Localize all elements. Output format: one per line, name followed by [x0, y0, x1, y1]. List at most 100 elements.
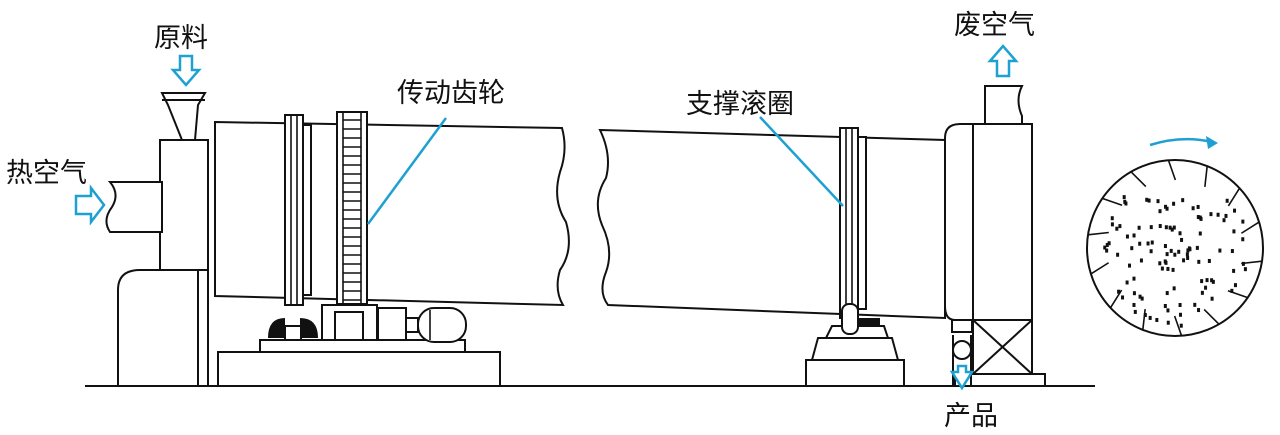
lifter-flight	[1204, 166, 1208, 187]
material-particle	[1193, 302, 1197, 307]
material-particle	[1132, 233, 1136, 238]
material-particle	[1172, 225, 1176, 230]
material-particle	[1164, 204, 1168, 209]
material-particle	[1218, 248, 1222, 253]
material-particle	[1243, 267, 1247, 272]
material-particle	[1178, 231, 1182, 236]
material-particle	[1132, 302, 1136, 307]
material-particle	[1224, 213, 1228, 218]
material-particle	[1115, 226, 1119, 231]
material-particle	[1216, 212, 1220, 217]
material-particle	[1125, 234, 1129, 239]
material-particle	[1116, 252, 1120, 257]
material-particle	[1166, 320, 1170, 325]
lifter-flight	[1167, 159, 1177, 181]
material-particle	[1170, 227, 1174, 232]
hot-air-label: 热空气	[6, 158, 87, 189]
support-riding-ring	[839, 127, 867, 319]
drive-gear	[336, 111, 368, 305]
support-roller-stand	[805, 303, 905, 387]
material-particle	[1158, 261, 1162, 266]
material-particle	[1172, 201, 1176, 206]
material-particle	[1165, 252, 1169, 257]
lifter-flight	[1090, 262, 1110, 275]
material-particle	[1186, 255, 1190, 260]
material-particle	[1171, 267, 1175, 272]
lifter-flight	[1130, 171, 1147, 188]
material-particle	[1200, 290, 1204, 295]
material-particle	[1156, 199, 1160, 204]
material-particle	[1199, 216, 1203, 221]
material-particle	[1225, 198, 1229, 203]
drive-mechanism	[217, 304, 501, 387]
material-particle	[1160, 266, 1164, 271]
material-particle	[1137, 225, 1141, 230]
material-particle	[1110, 222, 1114, 227]
discharge-hood	[944, 85, 1046, 387]
riding-ring-left	[284, 114, 312, 306]
material-particle	[1232, 268, 1236, 273]
drive-gear-label: 传动齿轮	[397, 78, 505, 109]
lifter-flight	[1142, 309, 1146, 330]
material-particle	[1139, 258, 1143, 263]
lifter-flight	[1173, 315, 1183, 337]
material-particle	[1177, 249, 1181, 254]
material-particle	[1198, 231, 1202, 236]
material-particle	[1150, 240, 1154, 245]
material-particle	[1149, 249, 1153, 254]
lifter-flight	[1102, 197, 1123, 207]
material-particle	[1148, 315, 1152, 320]
material-particle	[1187, 246, 1191, 251]
lifter-flight	[1227, 187, 1241, 207]
material-particle	[1172, 286, 1176, 291]
material-particle	[1138, 294, 1142, 299]
material-particle	[1196, 215, 1200, 220]
material-particle	[1205, 278, 1209, 283]
material-particle	[1121, 295, 1125, 300]
material-particle	[1195, 245, 1199, 250]
exhaust-arrow-icon	[987, 44, 1019, 78]
material-particle	[1173, 252, 1177, 257]
raw-material-label: 原料	[154, 23, 208, 54]
material-particle	[1207, 258, 1211, 263]
material-particle	[1103, 245, 1107, 250]
drum-left-section	[214, 120, 570, 307]
product-label: 产品	[944, 401, 998, 432]
material-particle	[1233, 283, 1237, 288]
material-particle	[1204, 285, 1208, 290]
material-particle	[1107, 241, 1111, 246]
material-particle	[1165, 291, 1169, 296]
material-particle	[1166, 266, 1170, 271]
material-particle	[1146, 241, 1150, 246]
material-particle	[1158, 209, 1162, 214]
material-particle	[1241, 237, 1245, 242]
material-particle	[1209, 212, 1213, 217]
material-particle	[1110, 216, 1114, 221]
material-particle	[1145, 197, 1149, 202]
material-particle	[1197, 308, 1201, 313]
material-particle	[1163, 244, 1167, 249]
material-particle	[1230, 249, 1234, 254]
material-particle	[1178, 302, 1182, 307]
material-particle	[1155, 317, 1159, 322]
material-particle	[1232, 229, 1236, 234]
material-particle	[1140, 296, 1144, 301]
feed-end-housing	[105, 92, 209, 387]
drum-cross-section	[1086, 136, 1264, 337]
material-particle	[1123, 199, 1127, 204]
material-particle	[1241, 219, 1245, 224]
material-particle	[1164, 225, 1168, 230]
material-particle	[1210, 296, 1214, 301]
material-particle	[1182, 258, 1186, 263]
material-particle	[1138, 241, 1142, 246]
support-ring-leader	[759, 116, 844, 207]
material-particle	[1230, 288, 1234, 293]
material-particle	[1132, 276, 1136, 281]
material-particle	[1105, 248, 1109, 253]
material-particle	[1143, 312, 1147, 317]
product-arrow-icon	[949, 364, 975, 391]
material-particle	[1168, 225, 1172, 230]
support-ring-label: 支撑滚圈	[686, 89, 794, 120]
material-particle	[1181, 198, 1185, 203]
